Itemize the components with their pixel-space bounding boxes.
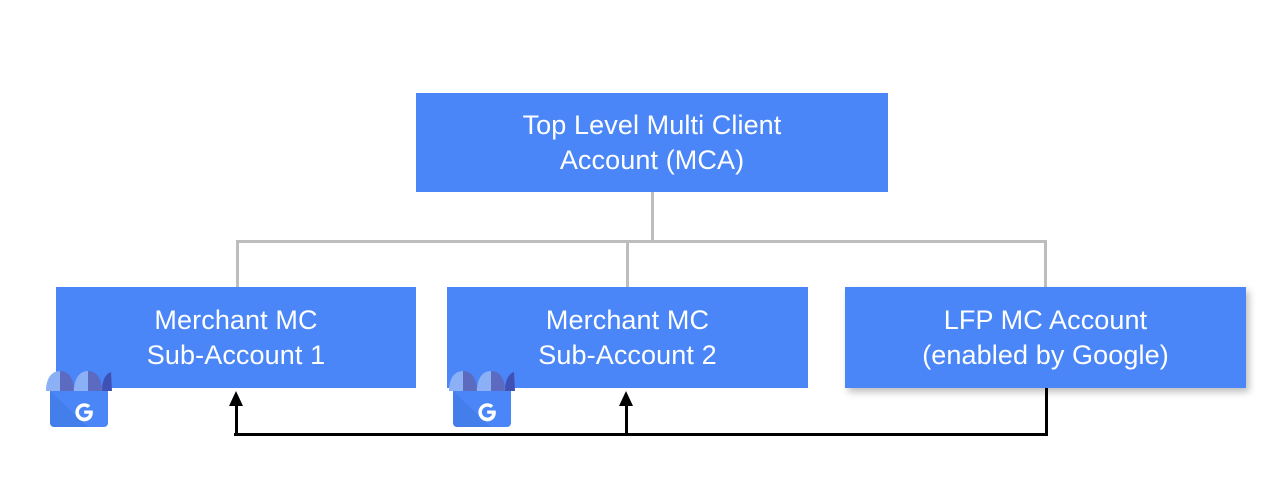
connector-drop-lfp — [1044, 240, 1047, 288]
node-merchant-sub-account-2-label: Merchant MC Sub-Account 2 — [538, 305, 717, 370]
feedback-arrowhead-sub2 — [619, 391, 633, 406]
node-top-level-mca-label: Top Level Multi Client Account (MCA) — [522, 110, 782, 175]
node-top-level-mca[interactable]: Top Level Multi Client Account (MCA) — [416, 93, 888, 192]
connector-mca-stem — [651, 192, 654, 242]
feedback-riser-sub1 — [235, 404, 238, 435]
connector-horizontal-bar — [236, 240, 1047, 243]
google-business-profile-icon — [44, 369, 114, 429]
google-business-profile-icon — [447, 369, 517, 429]
connector-drop-sub1 — [236, 240, 239, 288]
feedback-arrowhead-sub1 — [229, 391, 243, 406]
feedback-bar — [234, 433, 1048, 436]
node-lfp-mc-account-label: LFP MC Account (enabled by Google) — [922, 305, 1169, 370]
node-merchant-sub-account-1-label: Merchant MC Sub-Account 1 — [146, 305, 326, 370]
connector-drop-sub2 — [626, 240, 629, 288]
node-merchant-sub-account-1[interactable]: Merchant MC Sub-Account 1 — [56, 287, 416, 388]
node-lfp-mc-account[interactable]: LFP MC Account (enabled by Google) — [845, 287, 1246, 388]
feedback-riser-lfp — [1045, 388, 1048, 436]
node-merchant-sub-account-2[interactable]: Merchant MC Sub-Account 2 — [447, 287, 808, 388]
feedback-riser-sub2 — [625, 404, 628, 435]
